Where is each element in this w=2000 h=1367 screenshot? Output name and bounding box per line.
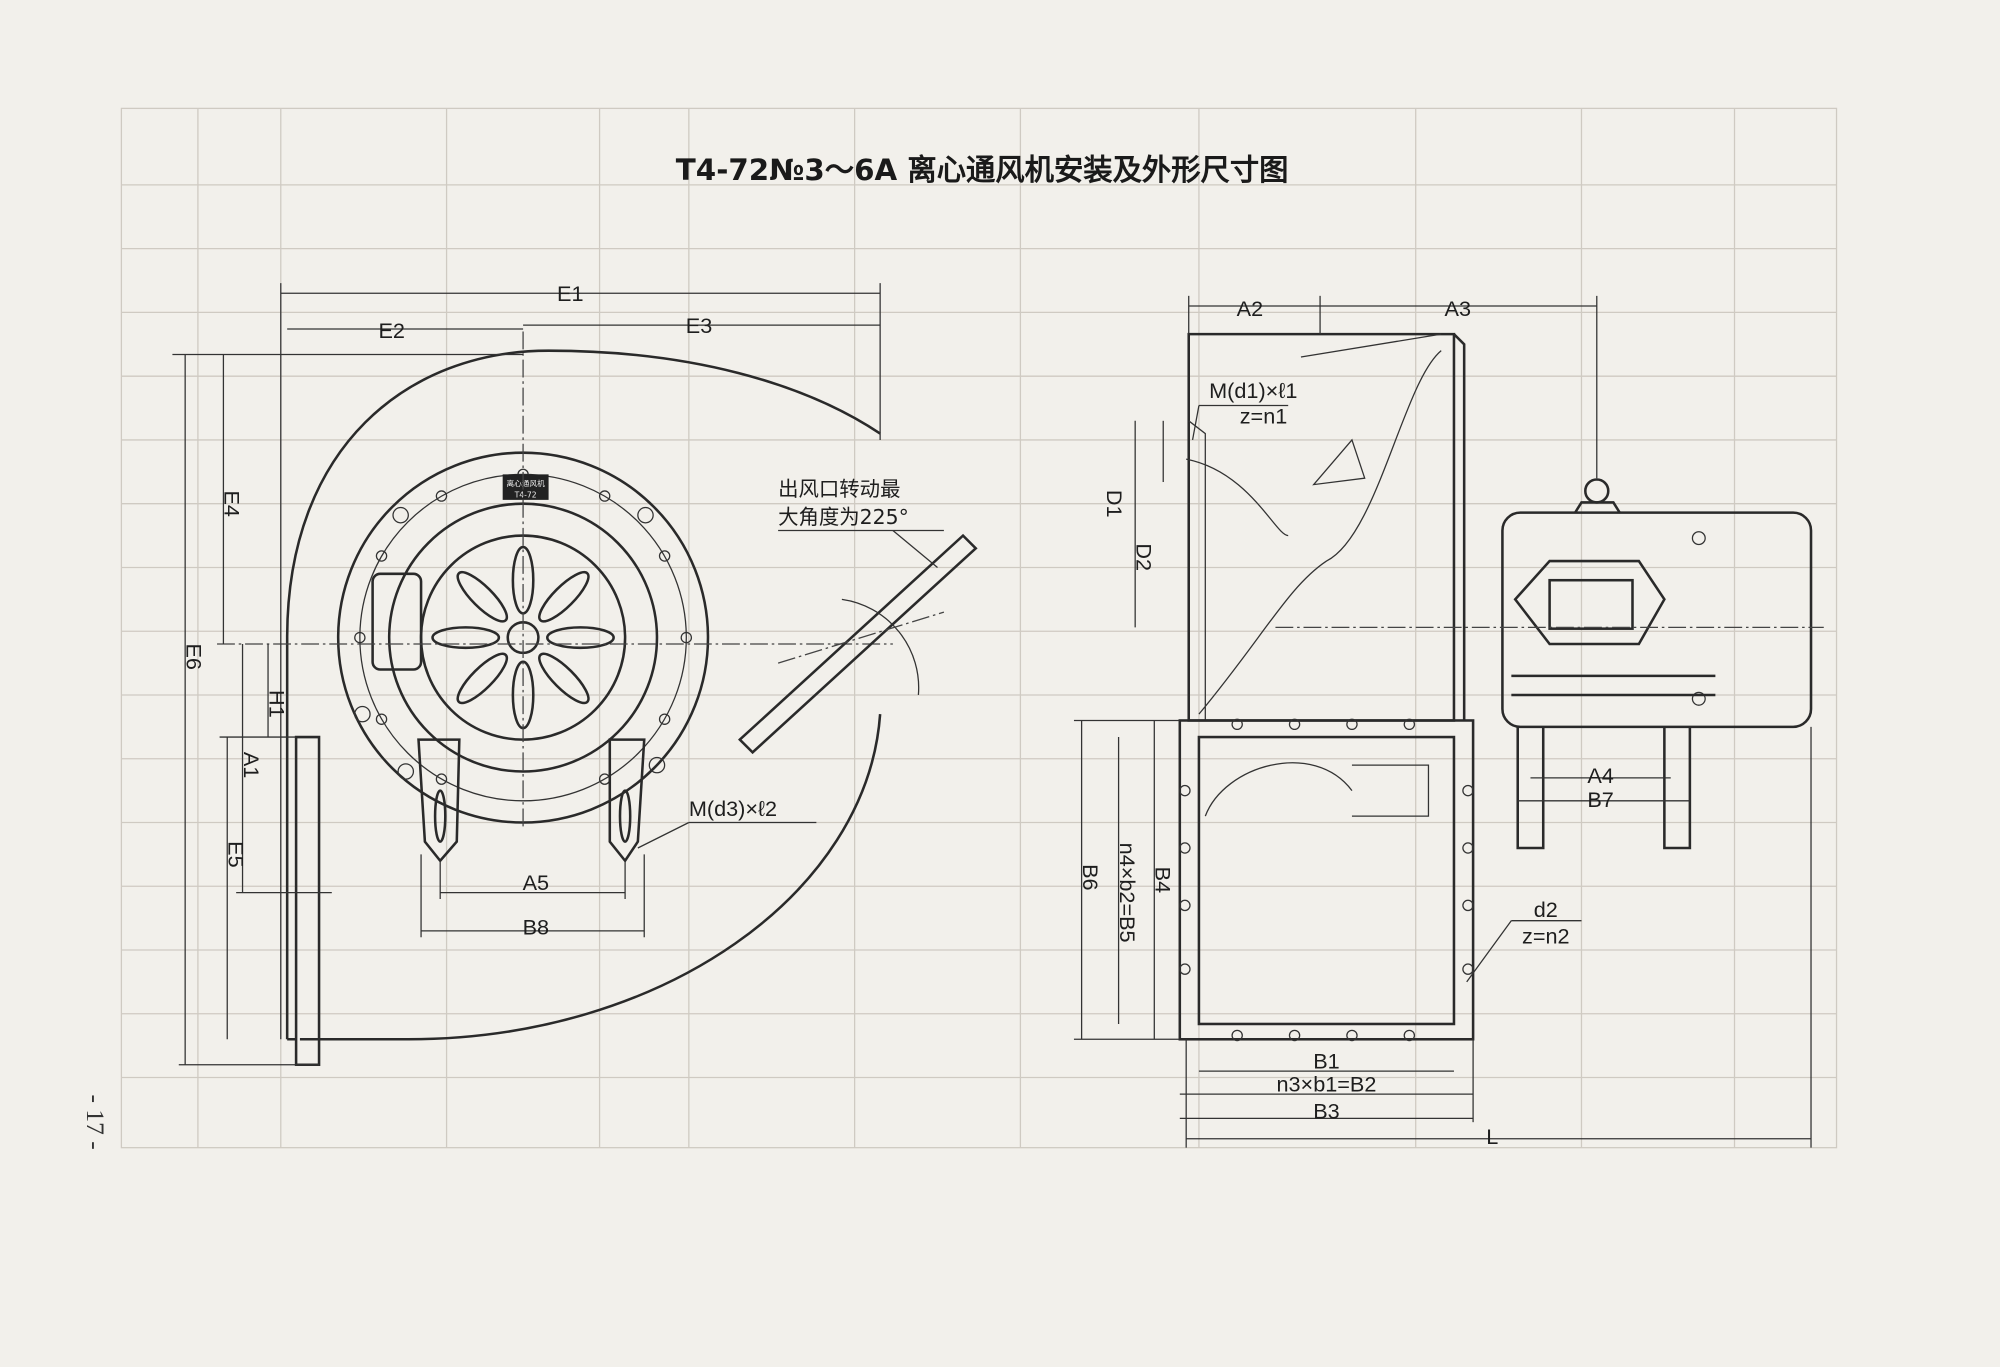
dim-E3: E3 [686, 313, 713, 338]
side-dimension-labels: E1 E2 E3 E4 E6 H1 A1 E5 A5 B8 M(d3)×ℓ2 出… [181, 281, 908, 940]
nameplate: 离心通风机 T4-72 [502, 474, 549, 500]
front-view: A2 A3 M(d1)×ℓ1 z=n1 D1 D2 B6 n4×b2=B5 B4… [1073, 295, 1824, 1149]
terminal-box-front [1513, 559, 1666, 646]
dim-E1: E1 [557, 281, 584, 306]
dim-B5: n4×b2=B5 [1115, 843, 1140, 943]
impeller-inside [1204, 762, 1430, 817]
dim-B3: B3 [1313, 1098, 1340, 1123]
dim-E2: E2 [378, 318, 405, 343]
dim-B1: B1 [1313, 1049, 1340, 1074]
dim-D1: D1 [1102, 490, 1127, 518]
outlet-flange-front [1178, 719, 1475, 1041]
dim-A1: A1 [239, 752, 264, 779]
dim-B4: B4 [1151, 867, 1176, 894]
terminal-box [371, 572, 423, 671]
dim-E4: E4 [220, 490, 245, 516]
outlet-opening [1197, 735, 1456, 1026]
hole-count: z=n2 [1522, 924, 1570, 949]
cutaway-lines [1186, 333, 1442, 721]
nameplate-line1: 离心通风机 [507, 478, 546, 488]
outlet-rotation-note-1: 出风口转动最 [778, 477, 900, 501]
bolt-count-right: z=n1 [1240, 403, 1288, 428]
scroll-casing [285, 349, 882, 1041]
page-number: - 17 - [81, 1095, 110, 1150]
dim-A5: A5 [523, 870, 550, 895]
front-dimension-lines [1073, 295, 1812, 1148]
dim-B8: B8 [523, 915, 550, 940]
dim-B2: n3×b1=B2 [1276, 1072, 1376, 1097]
dim-E6: E6 [181, 643, 206, 670]
side-dimension-lines [172, 283, 944, 1066]
dim-B7: B7 [1587, 787, 1614, 812]
front-dimension-labels: A2 A3 M(d1)×ℓ1 z=n1 D1 D2 B6 n4×b2=B5 B4… [1078, 296, 1614, 1149]
motor-front [1275, 478, 1824, 850]
motor-feet [417, 738, 646, 863]
outlet-flange-holes [1179, 718, 1474, 1042]
motor-base [1516, 726, 1692, 850]
dim-A3: A3 [1445, 296, 1472, 321]
drawing-title: T4-72№3～6A 离心通风机安装及外形尺寸图 [676, 153, 1289, 187]
dim-D2: D2 [1131, 543, 1156, 571]
bolt-note-right: M(d1)×ℓ1 [1209, 378, 1297, 403]
dim-L: L [1486, 1124, 1498, 1149]
dim-B6: B6 [1078, 864, 1103, 891]
bolt-note-left: M(d3)×ℓ2 [689, 796, 777, 821]
dim-A2: A2 [1237, 296, 1264, 321]
rotated-outlet [738, 533, 978, 755]
nameplate-line2: T4-72 [514, 490, 537, 499]
hole-note: d2 [1534, 897, 1558, 922]
outlet-flange [287, 735, 321, 1067]
dim-H1: H1 [264, 690, 289, 718]
flange-bolts [354, 468, 693, 785]
outlet-rotation-note-2: 大角度为225° [778, 505, 909, 529]
dim-E5: E5 [224, 841, 249, 868]
lifting-eye [1584, 478, 1610, 504]
side-view: 离心通风机 T4-72 [172, 281, 978, 1067]
dim-A4: A4 [1587, 763, 1614, 788]
